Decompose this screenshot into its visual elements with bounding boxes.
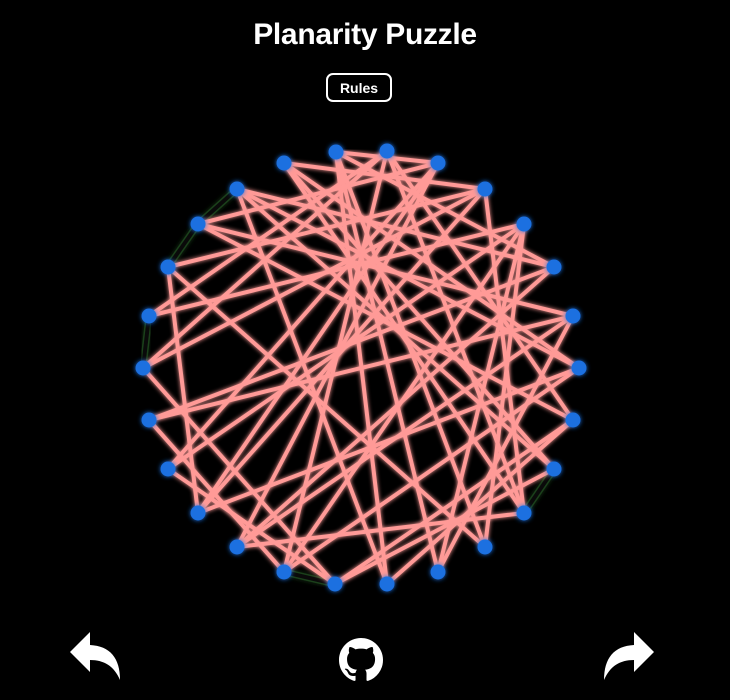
undo-arrow-icon <box>70 632 120 680</box>
graph-vertex[interactable] <box>190 505 206 521</box>
graph-vertex[interactable] <box>190 216 206 232</box>
crossing-edge <box>196 161 440 515</box>
non-crossing-edges <box>139 186 557 588</box>
crossing-edge <box>282 222 526 574</box>
crossing-edge <box>385 418 575 586</box>
crossing-edge <box>282 161 556 471</box>
graph-vertex[interactable] <box>379 143 395 159</box>
crossing-edge <box>235 511 526 549</box>
graph-vertex[interactable] <box>565 412 581 428</box>
crossing-edge <box>334 150 440 574</box>
crossing-edge <box>166 265 487 549</box>
graph-vertex[interactable] <box>546 461 562 477</box>
crossing-edge <box>141 366 337 586</box>
graph-vertex[interactable] <box>135 360 151 376</box>
crossing-edge <box>282 366 581 574</box>
graph-vertex[interactable] <box>160 461 176 477</box>
graph-vertex[interactable] <box>229 539 245 555</box>
github-icon <box>339 638 383 681</box>
non-crossing-edge <box>141 314 151 370</box>
redo-button[interactable] <box>600 630 656 682</box>
crossing-edge <box>196 187 487 515</box>
graph-vertex[interactable] <box>477 539 493 555</box>
graph-vertices[interactable] <box>135 143 587 592</box>
graph-vertex[interactable] <box>430 155 446 171</box>
non-crossing-edge <box>522 467 556 515</box>
non-crossing-edge <box>282 570 337 586</box>
graph-vertex[interactable] <box>571 360 587 376</box>
crossing-edge <box>147 265 556 422</box>
crossing-edge <box>141 187 487 370</box>
crossing-edge <box>196 222 575 422</box>
graph-vertex[interactable] <box>141 308 157 324</box>
graph-vertex[interactable] <box>276 564 292 580</box>
graph-vertex[interactable] <box>430 564 446 580</box>
crossing-edge <box>147 314 575 422</box>
crossing-edge <box>147 418 286 574</box>
page-title: Planarity Puzzle <box>253 18 477 51</box>
crossing-edge <box>436 314 575 574</box>
crossing-edge <box>385 149 526 515</box>
crossing-edge <box>282 161 526 515</box>
crossing-edge <box>333 467 556 586</box>
graph-vertex[interactable] <box>160 259 176 275</box>
graph-vertex[interactable] <box>516 505 532 521</box>
graph-vertex[interactable] <box>327 576 343 592</box>
non-crossing-edge <box>196 187 239 226</box>
graph-vertex[interactable] <box>229 181 245 197</box>
redo-arrow-icon <box>604 632 654 680</box>
undo-button[interactable] <box>68 630 124 682</box>
github-link[interactable] <box>338 638 384 682</box>
crossing-edge <box>333 418 575 586</box>
crossing-edge <box>235 187 389 586</box>
graph-vertex[interactable] <box>546 259 562 275</box>
graph-vertex[interactable] <box>516 216 532 232</box>
crossing-edge <box>196 161 440 226</box>
crossing-edge <box>235 314 575 549</box>
rules-button[interactable]: Rules <box>326 73 392 102</box>
graph-vertex[interactable] <box>379 576 395 592</box>
crossing-edge <box>166 265 200 515</box>
graph-vertex[interactable] <box>276 155 292 171</box>
crossing-edge <box>166 161 440 471</box>
crossing-edges <box>141 149 581 586</box>
crossing-edge <box>147 149 389 318</box>
graph-vertex[interactable] <box>565 308 581 324</box>
non-crossing-edge <box>166 222 200 269</box>
crossing-edge <box>147 222 526 318</box>
graph-vertex[interactable] <box>141 412 157 428</box>
graph-vertex[interactable] <box>477 181 493 197</box>
graph-vertex[interactable] <box>328 144 344 160</box>
